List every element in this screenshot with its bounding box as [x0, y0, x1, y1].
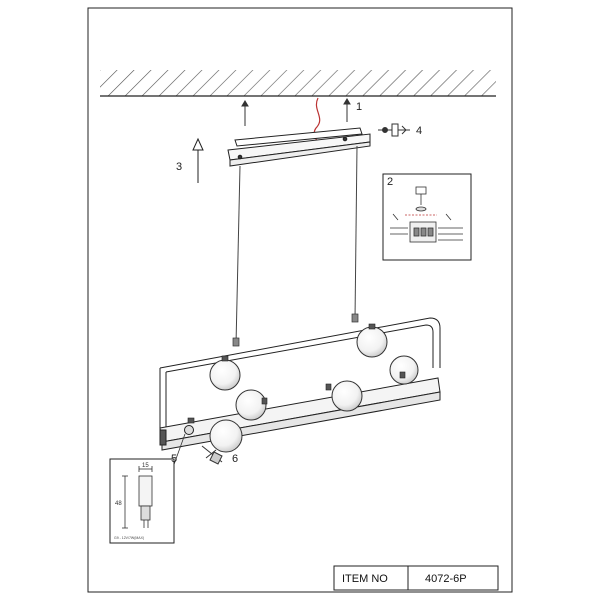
fastener-screw-icon [378, 123, 410, 137]
page-border [87, 7, 513, 593]
bulb-height-label: 48 [115, 501, 122, 507]
sockets [187, 323, 406, 424]
ceiling [100, 70, 496, 97]
step-6-label: 6 [232, 453, 238, 465]
step-4-label: 4 [416, 125, 422, 137]
step-3-label: 3 [176, 161, 182, 173]
ceiling-screws [241, 98, 351, 126]
lift-arrow [192, 137, 204, 183]
suspension-cables [235, 145, 358, 346]
title-block [333, 565, 499, 591]
bulb-socket-icon [184, 425, 194, 435]
wiring-detail-inset [382, 173, 472, 261]
bulb-code-label: G9 - 12V/7W(MAX) [114, 536, 144, 540]
globe-3 [235, 389, 267, 421]
step-2-label: 2 [387, 176, 393, 188]
bulb-dimension-inset [109, 458, 175, 544]
step-5-label: 5 [171, 453, 177, 465]
fixture-frame [159, 317, 441, 451]
globe-2 [356, 326, 388, 358]
item-no-value: 4072-6P [425, 573, 467, 585]
screwdriver-icon [201, 445, 223, 465]
bulb-width-label: 15 [142, 463, 149, 469]
cable-grippers [232, 313, 359, 347]
glass-globes [209, 326, 419, 453]
item-no-label: ITEM NO [342, 573, 388, 585]
globe-6 [209, 419, 243, 453]
globe-4 [331, 380, 363, 412]
globe-5 [389, 355, 419, 385]
ceiling-mount-bar [227, 127, 371, 167]
globe-1 [209, 359, 241, 391]
step-1-label: 1 [356, 101, 362, 113]
